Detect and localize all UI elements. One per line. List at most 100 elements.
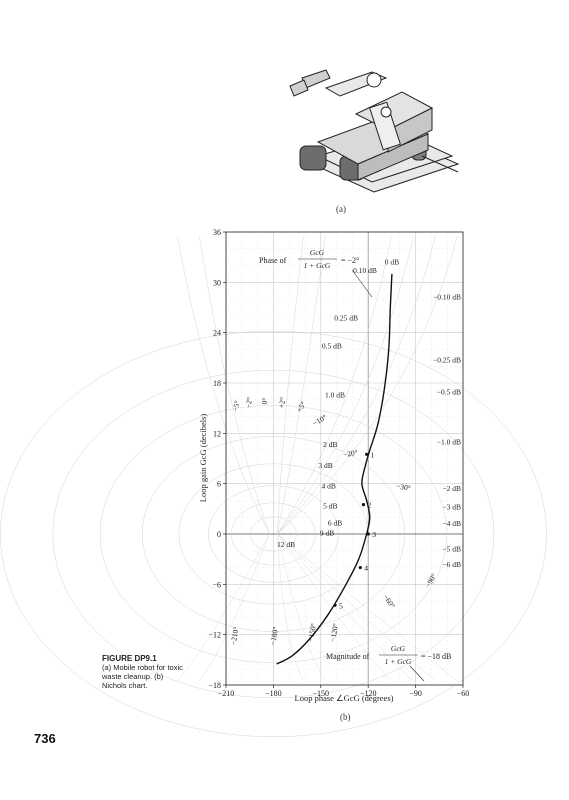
phase-contour: [277, 533, 304, 682]
phase-contour-labels: −5°−2°0°+2°+5°−10°−20°−30°−60°−90°−120°−…: [229, 397, 439, 646]
phase-contour-label: −150°: [306, 623, 318, 643]
x-tick-label: −120: [360, 689, 377, 698]
magnitude-contour-label: 2 dB: [323, 440, 337, 449]
magnitude-contour: [0, 330, 547, 738]
frequency-point: [358, 565, 362, 570]
phase-contour: [277, 533, 414, 682]
phase-contour: [177, 235, 270, 535]
magnitude-contour-label: −2 dB: [442, 484, 461, 493]
phase-contour: [277, 533, 326, 682]
svg-text:1 + GcG: 1 + GcG: [385, 657, 412, 666]
magnitude-contour-label: −6 dB: [442, 560, 461, 569]
magnitude-contour-label: 1.0 dB: [325, 391, 345, 400]
magnitude-contour: [250, 516, 297, 552]
m-n-contours: [0, 235, 547, 738]
magnitude-contour: [231, 502, 316, 566]
magnitude-contour-label: −3 dB: [442, 502, 461, 511]
phase-contour-label: −2°: [243, 397, 254, 409]
magnitude-contour-label: 9 dB: [320, 528, 334, 537]
frequency-point-label: 4: [364, 564, 368, 573]
phase-contour: [277, 533, 436, 682]
phase-contour-label: −30°: [395, 481, 411, 492]
svg-text:= −18 dB: = −18 dB: [421, 652, 451, 661]
y-tick-label: 18: [213, 379, 221, 388]
y-axis-label: Loop gain GcG (decibels): [198, 414, 208, 503]
frequency-point-label: 5: [339, 601, 343, 610]
magnitude-contour-label: 0.25 dB: [334, 314, 358, 323]
magnitude-contour-label: −0.5 dB: [437, 387, 461, 396]
magnitude-contour: [141, 436, 405, 632]
mobile-robot-illustration: [289, 69, 460, 193]
magnitude-contour-label: 12 dB: [277, 540, 295, 549]
x-tick-label: −60: [457, 689, 470, 698]
magnitude-annotation: Magnitude of GcG 1 + GcG = −18 dB: [326, 644, 451, 682]
phase-contour: [199, 235, 270, 535]
magnitude-contour: [208, 485, 339, 583]
y-tick-label: 36: [213, 228, 221, 237]
phase-annotation: Phase of GcG 1 + GcG = −2°: [259, 248, 373, 298]
magnitude-contour-label: 0.10 dB: [353, 266, 377, 275]
svg-text:GcG: GcG: [310, 248, 325, 257]
caption-text: (a) Mobile robot for toxic waste cleanup…: [102, 663, 183, 690]
figure-a-label: (a): [336, 204, 346, 214]
phase-contour: [277, 235, 458, 535]
x-tick-label: −90: [409, 689, 422, 698]
phase-contour-label: −10°: [311, 413, 328, 428]
magnitude-contour-label: −0.10 dB: [433, 293, 461, 302]
magnitude-contour: [52, 369, 495, 699]
svg-text:= −2°: = −2°: [341, 256, 359, 265]
magnitude-contour-labels: 0 dB0.10 dB0.25 dB0.5 dB1.0 dB2 dB3 dB4 …: [277, 257, 399, 549]
phase-contour-label: +5°: [295, 400, 308, 414]
frequency-point: [361, 503, 366, 507]
phase-contour: [277, 235, 414, 535]
phase-contour: [199, 533, 270, 682]
y-tick-label: −12: [208, 631, 221, 640]
phase-contour: [277, 235, 304, 535]
magnitude-contour: [99, 405, 447, 663]
svg-text:1 + GcG: 1 + GcG: [304, 261, 331, 270]
caption-title: FIGURE DP9.1: [102, 654, 157, 663]
magnitude-contour-label: −0.25 dB: [433, 356, 461, 365]
frequency-point-label: 1: [371, 450, 375, 459]
frequency-response-curve: [276, 273, 393, 665]
phase-contour: [277, 235, 392, 535]
svg-text:Magnitude of: Magnitude of: [326, 652, 370, 661]
magnitude-contour-label: −1.0 dB: [437, 438, 461, 447]
phase-contour: [277, 533, 392, 682]
phase-contour-label: −90°: [423, 572, 438, 589]
x-tick-label: −210: [218, 689, 235, 698]
phase-contour-label: −5°: [231, 400, 242, 412]
phase-contour: [277, 533, 458, 682]
frequency-point: [333, 603, 337, 607]
phase-contour-label: −210°: [229, 626, 241, 646]
y-tick-label: 6: [217, 480, 221, 489]
y-tick-label: 24: [213, 329, 221, 338]
phase-contour-label: −120°: [328, 623, 340, 643]
phase-contour-label: −180°: [268, 626, 280, 646]
frequency-point: [365, 452, 369, 456]
phase-contour-label: 0°: [260, 397, 270, 405]
magnitude-contour-label: 0.5 dB: [322, 341, 342, 350]
phase-contour: [277, 235, 326, 535]
magnitude-contour-label: −5 dB: [442, 544, 461, 553]
magnitude-contour-label: 3 dB: [318, 461, 332, 470]
phase-contour-label: −20°: [342, 448, 358, 459]
svg-text:Phase of: Phase of: [259, 256, 287, 265]
svg-text:GcG: GcG: [391, 644, 406, 653]
x-axis-ticks: −210−180−150−120−90−60: [218, 685, 470, 698]
y-tick-label: −18: [208, 681, 221, 690]
x-axis-label: Loop phase ∠GcG (degrees): [295, 693, 394, 703]
phase-contour-label: +2°: [277, 397, 288, 409]
y-tick-label: −6: [212, 580, 221, 589]
magnitude-contour-label: 4 dB: [322, 481, 336, 490]
plot-frame: [225, 231, 464, 686]
x-tick-label: −150: [313, 689, 330, 698]
page-number: 736: [34, 731, 56, 746]
magnitude-contour-label: 5 dB: [323, 501, 337, 510]
y-tick-label: 12: [213, 429, 221, 438]
magnitude-contour-labels-right: −0.10 dB −0.25 dB −0.5 dB −1.0 dB −2 dB −3 dB…: [433, 293, 461, 570]
frequency-point: [366, 532, 370, 536]
